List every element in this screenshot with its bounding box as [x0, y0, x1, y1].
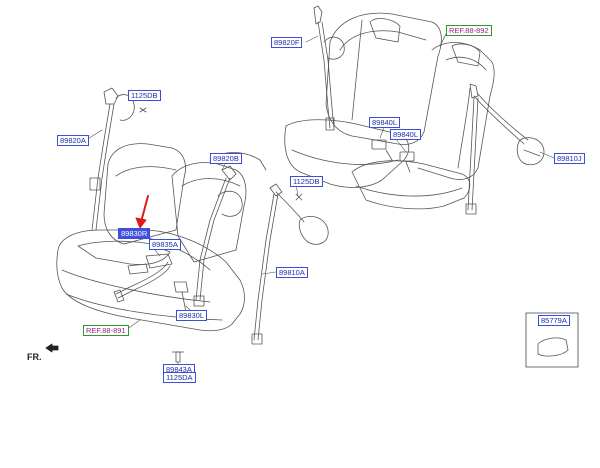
- front-direction-label: FR.: [27, 352, 42, 362]
- label-1125db-middle[interactable]: 1125DB: [290, 176, 323, 187]
- belt-89810a-drawing: [251, 183, 329, 345]
- belt-89820b-drawing: [193, 165, 243, 307]
- label-1125da[interactable]: 1125DA: [163, 372, 196, 383]
- third-row-seat-drawing: [284, 12, 495, 210]
- label-89835a[interactable]: 89835A: [149, 239, 181, 250]
- label-89820f[interactable]: 89820F: [271, 37, 303, 48]
- front-arrow-icon: [45, 343, 59, 353]
- inset-part-drawing: [537, 337, 569, 357]
- label-89810a[interactable]: 89810A: [276, 267, 308, 278]
- label-89840l-b[interactable]: 89840L: [390, 129, 422, 140]
- belt-89820a-drawing: [89, 87, 147, 231]
- label-89840l-a[interactable]: 89840L: [369, 117, 401, 128]
- label-89820a[interactable]: 89820A: [57, 135, 89, 146]
- leader-lines: [85, 35, 555, 367]
- label-85779a[interactable]: 85779A: [538, 315, 570, 326]
- label-89810j[interactable]: 89810J: [554, 153, 585, 164]
- red-pointer-arrow-icon: [135, 195, 149, 229]
- label-89830-highlighted[interactable]: 89830R: [118, 228, 151, 239]
- label-89820b[interactable]: 89820B: [210, 153, 242, 164]
- ref-88-892[interactable]: REF.88-892: [446, 25, 492, 36]
- label-1125db-upper[interactable]: 1125DB: [128, 90, 161, 101]
- belt-89820f-drawing: [313, 5, 345, 131]
- belt-89810j-drawing: [465, 83, 545, 215]
- ref-88-891[interactable]: REF.88-891: [83, 325, 129, 336]
- inset-box: [525, 312, 579, 368]
- bolt-lower-drawing: [171, 351, 185, 363]
- label-89830l[interactable]: 89830L: [176, 310, 208, 321]
